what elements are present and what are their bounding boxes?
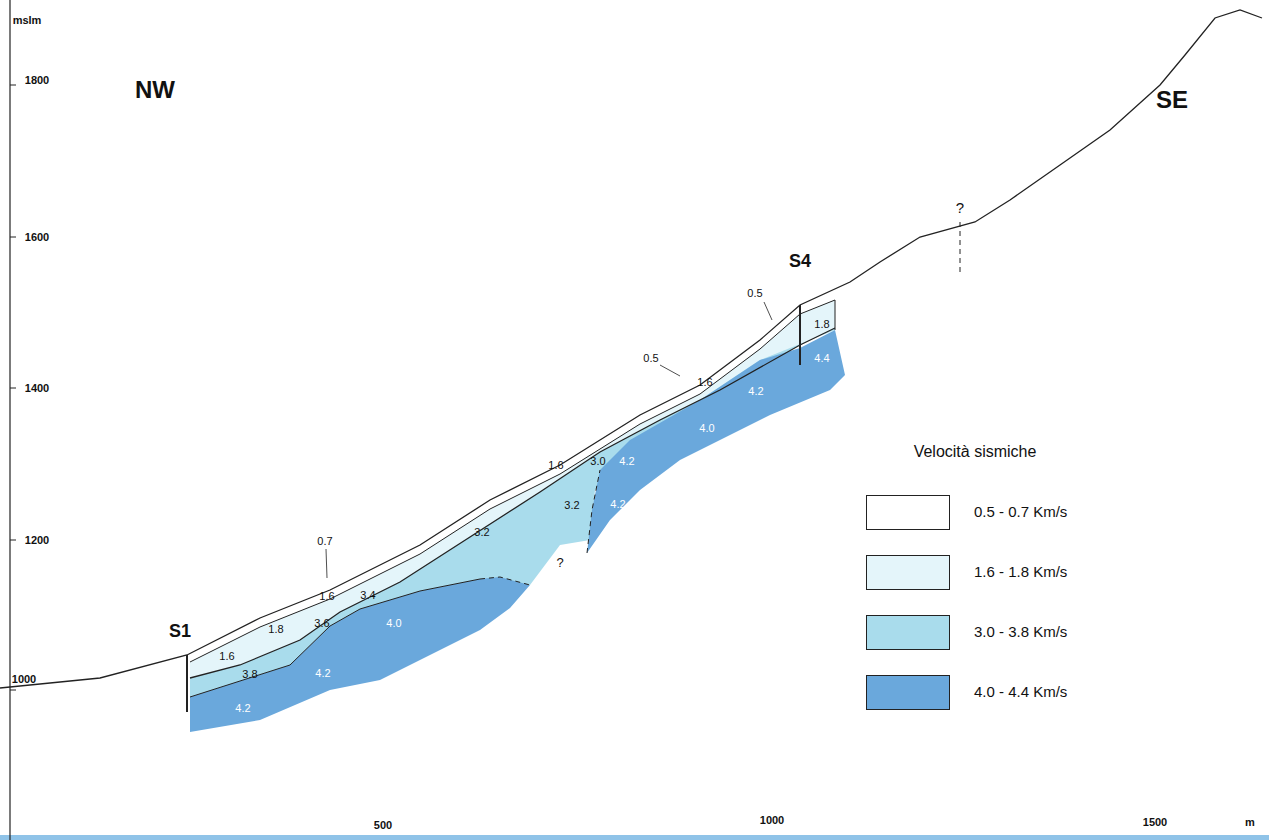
y-axis <box>9 0 10 840</box>
axis-unit: m <box>1245 816 1255 828</box>
velocity-value: 0.7 <box>317 535 332 547</box>
terrain-profile <box>0 10 1262 688</box>
velocity-value: 1.8 <box>268 623 283 635</box>
axis-value: 1600 <box>25 231 49 243</box>
leader-line <box>764 302 772 320</box>
velocity-value: 4.2 <box>610 498 625 510</box>
layer-fill <box>190 577 530 732</box>
velocity-value: 3.0 <box>590 455 605 467</box>
axis-tick <box>10 237 16 238</box>
leader-line <box>326 549 327 578</box>
axis-tick <box>10 85 16 86</box>
axis-value: 1400 <box>25 382 49 394</box>
velocity-value: 3.2 <box>564 499 579 511</box>
velocity-value: 4.0 <box>386 617 401 629</box>
legend-swatch <box>866 555 950 590</box>
axis-value: 1200 <box>25 534 49 546</box>
axis-value: 1500 <box>1143 816 1167 828</box>
velocity-value: 4.2 <box>748 385 763 397</box>
legend-swatch <box>866 495 950 530</box>
axis-value: 500 <box>374 819 392 831</box>
velocity-value: 4.4 <box>814 352 829 364</box>
velocity-value: 0.5 <box>747 287 762 299</box>
legend-text: 3.0 - 3.8 Km/s <box>974 623 1067 640</box>
axis-tick <box>10 388 16 389</box>
axis-value: 1000 <box>12 673 36 685</box>
velocity-value: 4.2 <box>619 455 634 467</box>
axis-tick <box>10 540 16 541</box>
legend-title: Velocità sismiche <box>914 443 1037 461</box>
legend-swatch <box>866 615 950 650</box>
direction-label: NW <box>135 77 175 103</box>
legend-text: 1.6 - 1.8 Km/s <box>974 563 1067 580</box>
borehole-s4 <box>799 305 801 365</box>
velocity-value: 3.4 <box>360 589 375 601</box>
axis-tick <box>10 690 16 691</box>
velocity-value: 1.6 <box>319 590 334 602</box>
layer-boundary-dashed <box>480 577 530 585</box>
borehole-s1 <box>186 655 188 712</box>
leader-line <box>660 365 680 376</box>
axis-unit: mslm <box>13 14 42 26</box>
layer-boundary-dashed <box>587 470 600 553</box>
legend-text: 0.5 - 0.7 Km/s <box>974 503 1067 520</box>
layer-boundary <box>190 328 835 678</box>
velocity-value: 0.5 <box>643 352 658 364</box>
uncertain-fault <box>960 222 961 272</box>
velocity-value: 1.6 <box>219 650 234 662</box>
velocity-value: 4.2 <box>315 667 330 679</box>
velocity-value: 1.8 <box>814 318 829 330</box>
layer-boundary <box>190 579 480 697</box>
velocity-value: 4.0 <box>699 422 714 434</box>
query-mark: ? <box>556 556 563 570</box>
legend-text: 4.0 - 4.4 Km/s <box>974 683 1067 700</box>
borehole-name: S4 <box>789 252 811 272</box>
direction-label: SE <box>1156 87 1188 113</box>
velocity-value: 1.6 <box>548 459 563 471</box>
velocity-value: 3.2 <box>474 526 489 538</box>
velocity-value: 3.6 <box>314 617 329 629</box>
axis-value: 1000 <box>760 814 784 826</box>
section-end <box>835 300 836 330</box>
velocity-value: 1.6 <box>697 376 712 388</box>
layer-fill <box>587 330 845 553</box>
velocity-value: 4.2 <box>235 702 250 714</box>
edge-strip <box>0 835 1269 840</box>
axis-value: 1800 <box>25 74 49 86</box>
legend-swatch <box>866 675 950 710</box>
borehole-name: S1 <box>169 622 191 642</box>
query-mark: ? <box>956 200 964 217</box>
layer-boundary <box>190 300 835 662</box>
velocity-value: 3.8 <box>242 668 257 680</box>
